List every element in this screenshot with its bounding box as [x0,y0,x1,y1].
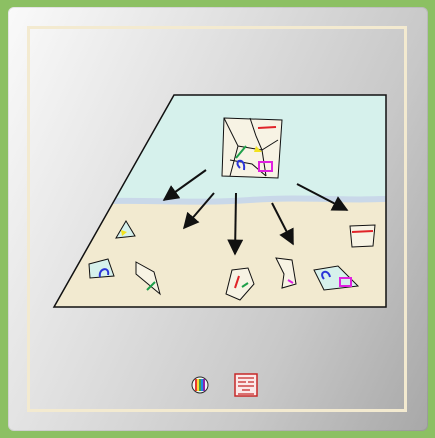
rainbow-circle-logo-icon [192,377,208,393]
red-seal-stamp-icon [235,374,257,396]
map-piece-red [350,225,375,247]
assembled-map-icon [222,118,282,178]
logos [190,372,270,398]
